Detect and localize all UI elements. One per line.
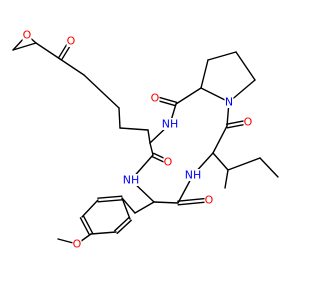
double-bond-b5-b6 xyxy=(114,216,130,232)
atom-background xyxy=(72,238,82,250)
double-bond-b3-b4 xyxy=(79,217,91,236)
atom-background xyxy=(243,116,253,128)
double-bond-cl-clO xyxy=(177,197,210,202)
atom-label-amide-o-upper: O xyxy=(151,92,160,105)
bond-aL-ch2 xyxy=(134,201,155,214)
bond-pyA-pyB xyxy=(200,59,209,89)
atom-background xyxy=(163,156,173,168)
bond-aL-cl xyxy=(153,201,179,204)
bond-c5-c6 xyxy=(119,127,149,131)
atom-label-methoxy-o: O xyxy=(73,238,82,251)
atom-label-pro-n: N xyxy=(225,96,233,109)
atom-background xyxy=(66,35,76,47)
bond-pyC-pyD xyxy=(235,51,256,81)
bond-ep1-ep2 xyxy=(12,42,37,51)
atom-background xyxy=(123,174,139,186)
atom-label-amide-o-lower: O xyxy=(205,194,214,207)
atom-label-nh-right: NH xyxy=(185,169,202,182)
bond-c4-c5 xyxy=(118,107,121,129)
atom-label-epoxide-o: O xyxy=(23,29,32,42)
atom-label-nh-top: NH xyxy=(162,118,179,131)
bond-b6-b1 xyxy=(121,197,131,220)
atom-label-amide-o-right: O xyxy=(244,116,253,129)
bond-ketR-aR1 xyxy=(212,125,228,154)
atom-background xyxy=(224,96,234,108)
atom-background xyxy=(185,169,201,181)
bond-b4-b5 xyxy=(90,231,117,235)
bond-pyB-pyC xyxy=(207,51,237,61)
bond-proN-pyA xyxy=(200,87,230,103)
double-bond-cl-clO xyxy=(177,201,210,206)
bond-k1-c2 xyxy=(59,58,85,76)
double-bond-b1-b2 xyxy=(97,195,123,199)
double-bond-b5-b6 xyxy=(116,219,132,235)
atom-label-ketone-o: O xyxy=(67,35,76,48)
bond-c6-a1 xyxy=(147,129,151,144)
atom-label-nh-left: NH xyxy=(123,174,140,187)
bond-sb1-sb2 xyxy=(227,157,261,171)
bond-c2-c3 xyxy=(83,74,103,93)
bond-b2-b3 xyxy=(81,199,99,218)
bond-sb1-sb4 xyxy=(224,169,229,189)
bond-layer xyxy=(12,34,279,245)
bond-aR1-sb1 xyxy=(212,152,229,171)
bond-sb2-sb3 xyxy=(259,157,279,178)
atom-background xyxy=(22,29,32,41)
bond-c3-c4 xyxy=(101,91,120,109)
bond-amCu-pyA xyxy=(175,87,202,105)
atom-label-amide-o-left: O xyxy=(164,156,173,169)
atom-background xyxy=(204,194,214,206)
bond-ch2-b1 xyxy=(121,197,136,214)
atom-background xyxy=(150,92,160,104)
bond-ep2-k1 xyxy=(35,42,61,60)
atom-background xyxy=(162,118,178,130)
bond-a1-amCl xyxy=(149,142,154,156)
double-bond-b1-b2 xyxy=(97,199,123,203)
double-bond-b3-b4 xyxy=(82,215,94,234)
